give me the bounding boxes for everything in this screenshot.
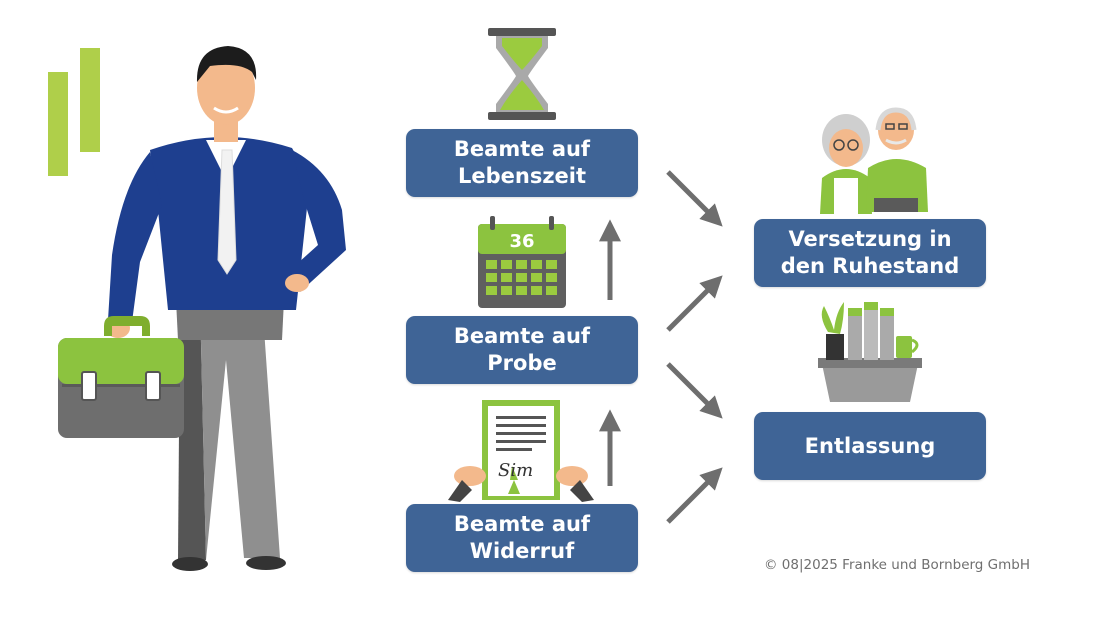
calendar-number: 36: [509, 231, 534, 252]
node-entlassung: Entlassung: [754, 412, 986, 480]
arrow-probe-to-ruhestand: [666, 275, 723, 332]
hourglass-icon: [488, 28, 556, 120]
businessman-icon: [58, 46, 346, 571]
arrow-widerruf-to-entlassung: [666, 467, 723, 524]
logo-bars-icon: [48, 48, 100, 176]
contract-icon: [448, 400, 594, 502]
office-box-icon: [818, 302, 922, 402]
calendar-icon: [478, 216, 566, 308]
signature-text: Sim: [498, 460, 533, 481]
node-lebenszeit: Beamte auf Lebenszeit: [406, 129, 638, 197]
copyright-text: © 08|2025 Franke und Bornberg GmbH: [764, 557, 1031, 573]
node-widerruf: Beamte auf Widerruf: [406, 504, 638, 572]
arrow-lebenszeit-to-ruhestand: [666, 170, 723, 227]
seniors-icon: [820, 107, 928, 214]
node-probe: Beamte auf Probe: [406, 316, 638, 384]
arrow-probe-to-entlassung: [666, 362, 723, 419]
node-ruhestand: Versetzung in den Ruhestand: [754, 219, 986, 287]
